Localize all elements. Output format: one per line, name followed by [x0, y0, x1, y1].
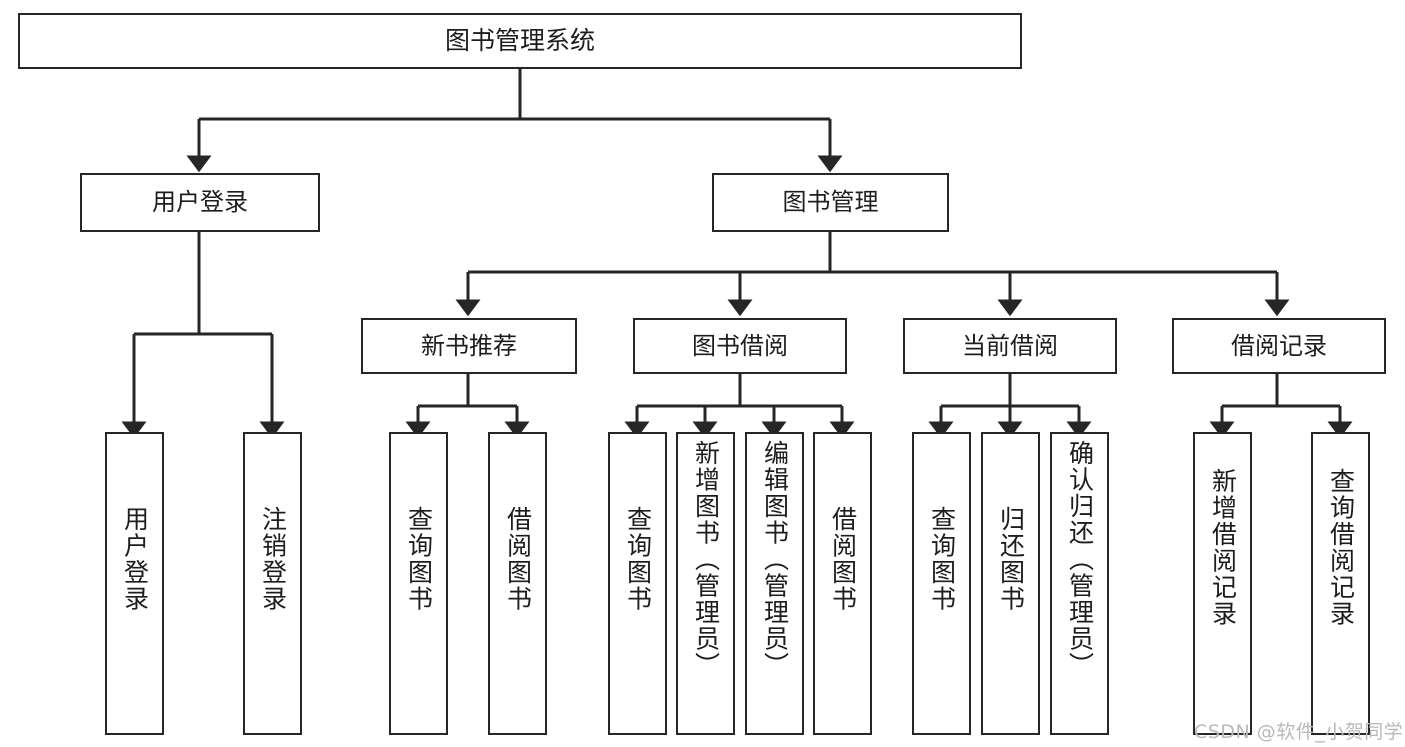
node-leaf-new-book-borrow[interactable]: 借阅图书 — [488, 432, 547, 735]
node-leaf-book-edit-admin[interactable]: 编辑图书（管理员） — [745, 432, 804, 735]
node-leaf-book-borrow-query[interactable]: 查询图书 — [608, 432, 667, 735]
node-current-borrow-label: 当前借阅 — [962, 331, 1058, 360]
node-leaf-current-query[interactable]: 查询图书 — [912, 432, 971, 735]
node-book-management[interactable]: 图书管理 — [712, 173, 949, 232]
node-leaf-label: 查询图书 — [404, 506, 434, 612]
node-leaf-label: 借阅图书 — [503, 506, 533, 612]
node-new-book-recommend[interactable]: 新书推荐 — [361, 318, 577, 374]
node-root-label: 图书管理系统 — [444, 26, 595, 55]
node-leaf-label: 用户登录 — [120, 506, 150, 612]
node-leaf-label: 查询图书 — [927, 506, 957, 612]
node-leaf-new-book-query[interactable]: 查询图书 — [389, 432, 448, 735]
node-leaf-book-add-admin[interactable]: 新增图书（管理员） — [676, 432, 735, 735]
node-leaf-label: 查询图书 — [623, 506, 653, 612]
node-leaf-record-add[interactable]: 新增借阅记录 — [1193, 432, 1252, 735]
node-leaf-record-query[interactable]: 查询借阅记录 — [1311, 432, 1370, 735]
node-book-borrow-label: 图书借阅 — [692, 331, 788, 360]
node-borrow-record-label: 借阅记录 — [1231, 331, 1327, 360]
node-leaf-user-login-signin[interactable]: 用户登录 — [105, 432, 164, 735]
node-leaf-book-borrow-action[interactable]: 借阅图书 — [813, 432, 872, 735]
node-leaf-label: 确认归还（管理员） — [1065, 440, 1095, 679]
node-leaf-label: 注销登录 — [258, 506, 288, 612]
node-leaf-label: 查询借阅记录 — [1326, 468, 1356, 627]
node-leaf-user-login-signout[interactable]: 注销登录 — [243, 432, 302, 735]
node-leaf-label: 编辑图书（管理员） — [760, 440, 790, 679]
node-book-borrow[interactable]: 图书借阅 — [633, 318, 847, 374]
node-new-book-recommend-label: 新书推荐 — [421, 331, 517, 360]
node-leaf-confirm-return-admin[interactable]: 确认归还（管理员） — [1050, 432, 1109, 735]
node-user-login-label: 用户登录 — [152, 188, 248, 217]
node-user-login[interactable]: 用户登录 — [80, 173, 320, 232]
node-current-borrow[interactable]: 当前借阅 — [903, 318, 1117, 374]
node-borrow-record[interactable]: 借阅记录 — [1172, 318, 1386, 374]
node-leaf-label: 归还图书 — [996, 506, 1026, 612]
node-root-book-management-system[interactable]: 图书管理系统 — [18, 13, 1022, 69]
node-leaf-label: 新增图书（管理员） — [691, 440, 721, 679]
node-leaf-label: 借阅图书 — [828, 506, 858, 612]
node-leaf-label: 新增借阅记录 — [1208, 468, 1238, 627]
node-leaf-current-return[interactable]: 归还图书 — [981, 432, 1040, 735]
csdn-watermark: CSDN @软件_小贺同学 — [1194, 721, 1404, 743]
node-book-management-label: 图书管理 — [782, 188, 879, 217]
